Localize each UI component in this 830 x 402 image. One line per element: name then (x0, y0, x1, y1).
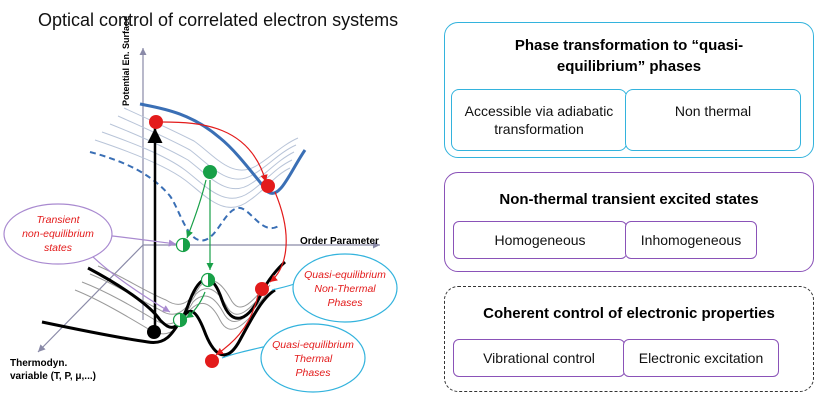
red-ball-lower (255, 282, 269, 296)
svg-text:Non-Thermal: Non-Thermal (314, 283, 376, 295)
qe-thermal-label: Quasi-equilibrium Thermal Phases (260, 323, 366, 393)
svg-text:Quasi-equilibrium: Quasi-equilibrium (304, 269, 386, 281)
half-ball-3 (172, 312, 188, 328)
lower-surface-front (41, 288, 276, 357)
svg-text:Phases: Phases (295, 367, 331, 379)
green-ball (203, 165, 217, 179)
nonthermal-transient-panel: Non-thermal transient excited states Hom… (444, 172, 814, 272)
potential-energy-diagram: Potential En. Surface Order Parameter Th… (3, 16, 398, 393)
dashed-surface (89, 151, 281, 242)
upper-surface (139, 102, 307, 195)
red-ball-mid (261, 179, 275, 193)
phase-accessible-cell: Accessible via adiabatic transformation (451, 89, 627, 151)
axis-label-order: Order Parameter (300, 236, 379, 247)
inhomogeneous-cell: Inhomogeneous (625, 221, 757, 259)
qe-nonthermal-label: Quasi-equilibrium Non-Thermal Phases (292, 253, 398, 323)
black-ball (147, 325, 161, 339)
axis-label-thermo-1: Thermodyn. (10, 358, 67, 369)
vibrational-control-cell: Vibrational control (453, 339, 625, 377)
phase-transformation-panel: Phase transformation to “quasi- equilibr… (444, 22, 814, 158)
axis-label-thermo-2: variable (T, P, μ,...) (10, 371, 96, 382)
green-arrows (185, 179, 214, 319)
axis-label-potential: Potential En. Surface (121, 16, 131, 106)
nonthermal-panel-title: Non-thermal transient excited states (499, 191, 759, 208)
half-ball-2 (200, 272, 216, 288)
svg-text:Transient: Transient (37, 214, 81, 226)
thermo-axis (37, 244, 144, 353)
homogeneous-cell: Homogeneous (453, 221, 627, 259)
coherent-control-panel: Coherent control of electronic propertie… (444, 286, 814, 392)
svg-text:Phases: Phases (327, 297, 363, 309)
half-ball-1 (175, 237, 191, 253)
coherent-panel-title: Coherent control of electronic propertie… (483, 305, 775, 322)
phase-nonthermal-cell: Non thermal (625, 89, 801, 151)
red-arrows (161, 121, 287, 356)
red-ball-top (149, 115, 163, 129)
svg-text:Quasi-equilibrium: Quasi-equilibrium (272, 339, 354, 351)
page-title: Optical control of correlated electron s… (38, 10, 399, 30)
svg-text:non-equilibrium: non-equilibrium (22, 228, 94, 240)
svg-text:Thermal: Thermal (294, 353, 333, 365)
state-markers (147, 115, 275, 368)
transient-label: Transient non-equilibrium states (3, 203, 113, 265)
red-ball-bottom (205, 354, 219, 368)
svg-text:states: states (44, 242, 73, 254)
phase-panel-title: Phase transformation to “quasi- equilibr… (514, 37, 744, 75)
electronic-excitation-cell: Electronic excitation (623, 339, 779, 377)
